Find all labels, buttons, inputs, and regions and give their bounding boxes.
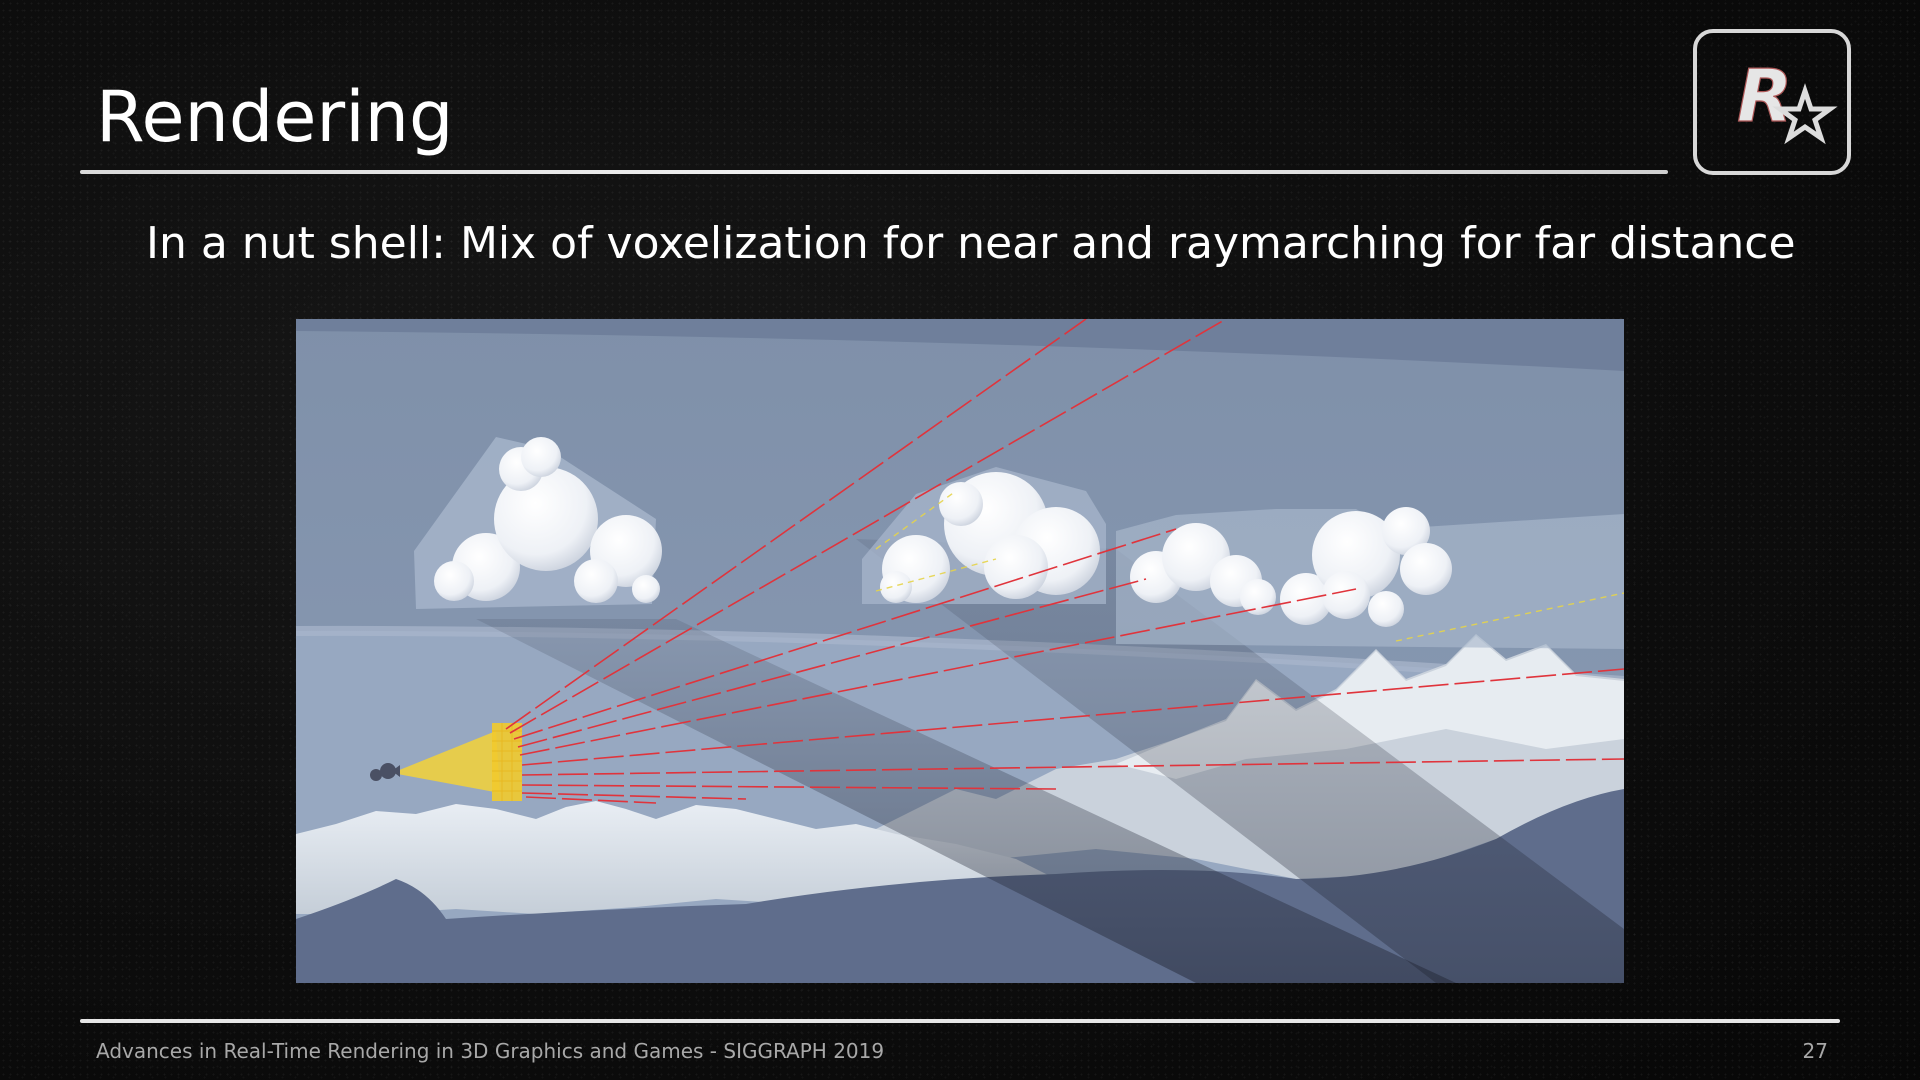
slide-title: Rendering <box>96 76 454 158</box>
raymarch-rays <box>505 319 1624 804</box>
camera-icon <box>370 763 400 781</box>
title-divider <box>80 170 1668 174</box>
cloud-shadow-right <box>856 539 1624 983</box>
footer-text: Advances in Real-Time Rendering in 3D Gr… <box>96 1039 885 1063</box>
voxel-frustum <box>392 723 522 801</box>
voxel-ray-segments <box>875 490 1624 642</box>
rockstar-logo-icon: R <box>1693 29 1851 175</box>
cloud-shadow-left <box>476 619 1456 983</box>
slide-subtitle: In a nut shell: Mix of voxelization for … <box>146 218 1796 269</box>
cloud-3 <box>1130 523 1276 615</box>
cloud-rendering-diagram <box>296 319 1624 983</box>
logo-letter: R <box>1737 54 1792 138</box>
atmosphere-band <box>296 319 1624 371</box>
cloud-1 <box>434 437 662 603</box>
footer-divider <box>80 1019 1840 1023</box>
cloud-2 <box>880 472 1100 603</box>
page-number: 27 <box>1802 1039 1828 1063</box>
